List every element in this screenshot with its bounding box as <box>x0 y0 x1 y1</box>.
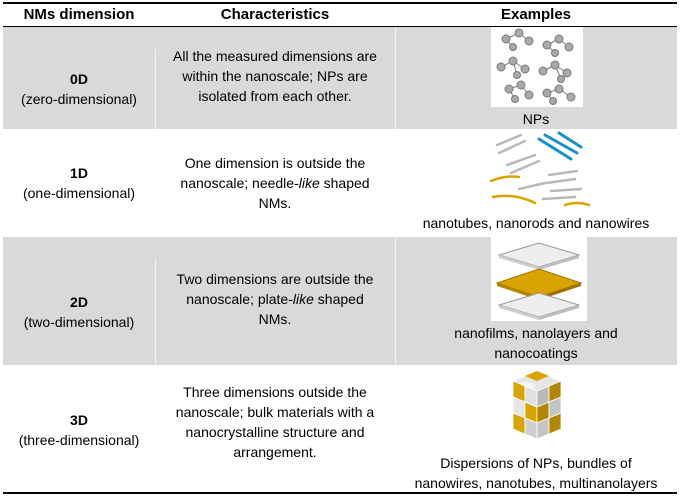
cube-icon <box>511 370 563 440</box>
dimension-cell: 2D (two-dimensional) <box>23 294 135 330</box>
dimension-cell: 1D (one-dimensional) <box>22 165 136 201</box>
header-dimension: NMs dimension <box>23 6 135 23</box>
example-label: nanotubes, nanorods and nanowires <box>422 215 650 231</box>
dimension-cell: 0D (zero-dimensional) <box>3 49 155 129</box>
bottom-rule <box>3 492 677 494</box>
characteristics-cell: All the measured dimensions are within t… <box>173 48 377 104</box>
nanoparticles-illustration <box>491 27 583 107</box>
bulk-cube-illustration <box>509 369 565 443</box>
nanolayers-icon <box>495 242 583 320</box>
characteristics-cell: Three dimensions outside the nanoscale; … <box>175 384 375 460</box>
dimension-title: 0D <box>70 71 88 87</box>
nanolayers-illustration <box>491 237 587 321</box>
row-3d: 3D (three-dimensional) Three dimensions … <box>3 367 677 492</box>
row-2d: 2D (two-dimensional) Two dimensions are … <box>3 237 677 365</box>
dimension-subtitle: (zero-dimensional) <box>21 91 137 107</box>
top-rule <box>3 2 677 4</box>
dimension-cell: 3D (three-dimensional) <box>18 411 140 448</box>
characteristics-cell: One dimension is outside the nanoscale; … <box>180 155 370 211</box>
nanoparticles-icon <box>496 28 576 105</box>
example-label: NPs <box>522 111 550 127</box>
nanorods-illustration <box>485 131 593 207</box>
header-examples: Examples <box>500 6 572 23</box>
header-rule <box>3 26 677 27</box>
characteristics-cell: Two dimensions are outside the nanoscale… <box>176 271 374 327</box>
row-0d: 0D (zero-dimensional) All the measured d… <box>3 27 677 129</box>
example-label: Dispersions of NPs, bundles of nanowires… <box>414 455 658 491</box>
row-1d: 1D (one-dimensional) One dimension is ou… <box>3 131 677 235</box>
header-characteristics: Characteristics <box>220 6 330 23</box>
example-label: nanofilms, nanolayers and nanocoatings <box>454 325 618 361</box>
nanorods-icon <box>489 131 591 207</box>
